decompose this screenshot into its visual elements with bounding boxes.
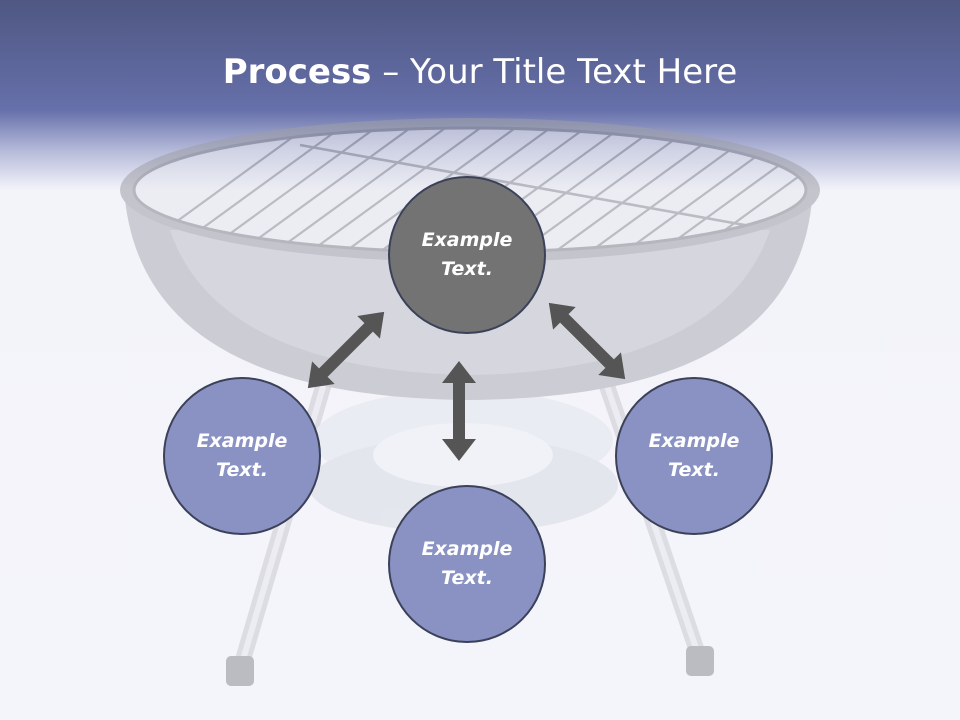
title-rest: – Your Title Text Here — [371, 52, 738, 92]
node-bottom: Example Text. — [388, 485, 546, 643]
node-top: Example Text. — [388, 176, 546, 334]
node-left: Example Text. — [163, 377, 321, 535]
slide-title: Process – Your Title Text Here — [0, 52, 960, 92]
title-bold: Process — [222, 52, 372, 92]
arrow-top-to-right — [548, 302, 626, 380]
arrow-top-to-left — [307, 311, 385, 389]
node-left-label: Example Text. — [196, 430, 288, 481]
node-right-label: Example Text. — [648, 430, 740, 481]
node-bottom-label: Example Text. — [421, 538, 513, 589]
node-top-label: Example Text. — [421, 229, 513, 280]
node-right: Example Text. — [615, 377, 773, 535]
arrow-top-to-bottom — [442, 361, 476, 461]
